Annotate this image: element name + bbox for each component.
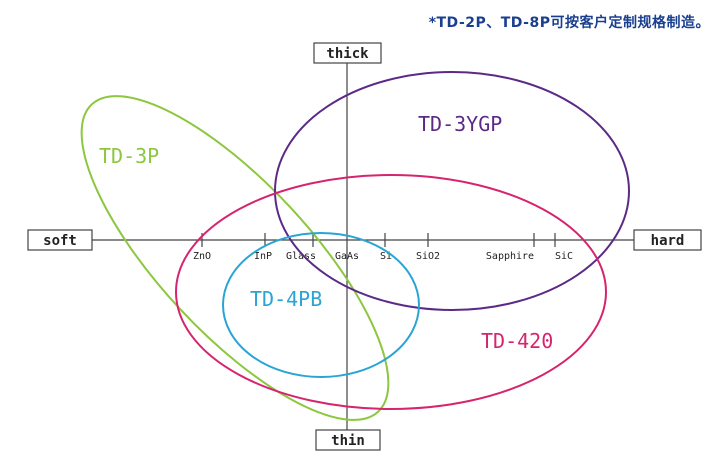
td3ygp-ellipse [274, 71, 630, 311]
axis-label-thick: thick [326, 46, 369, 62]
td3p-ellipse [80, 95, 390, 421]
axis-label-soft: soft [43, 233, 77, 249]
td3p-label: TD-3P [99, 144, 159, 168]
material-label-si: Si [380, 251, 392, 262]
custom-spec-note: *TD-2P、TD-8P可按客户定制规格制造。 [428, 15, 710, 31]
axis-box-left: soft [27, 229, 93, 251]
td420-ellipse [175, 174, 607, 410]
axis-label-hard: hard [651, 233, 685, 249]
td3ygp-label: TD-3YGP [418, 112, 502, 136]
axis-label-thin: thin [331, 433, 365, 449]
material-label-sapphire: Sapphire [486, 251, 534, 262]
td4pb-label: TD-4PB [250, 287, 322, 311]
axis-box-right: hard [633, 229, 702, 251]
material-label-sic: SiC [555, 251, 573, 262]
material-label-inp: InP [254, 251, 272, 262]
material-label-sio2: SiO2 [416, 251, 440, 262]
material-label-gaas: GaAs [335, 251, 359, 262]
td420-label: TD-420 [481, 329, 553, 353]
material-label-zno: ZnO [193, 251, 211, 262]
material-label-glass: Glass [286, 251, 316, 262]
axis-box-bottom: thin [315, 429, 381, 451]
td4pb-ellipse [222, 232, 420, 378]
axis-box-top: thick [313, 42, 382, 64]
